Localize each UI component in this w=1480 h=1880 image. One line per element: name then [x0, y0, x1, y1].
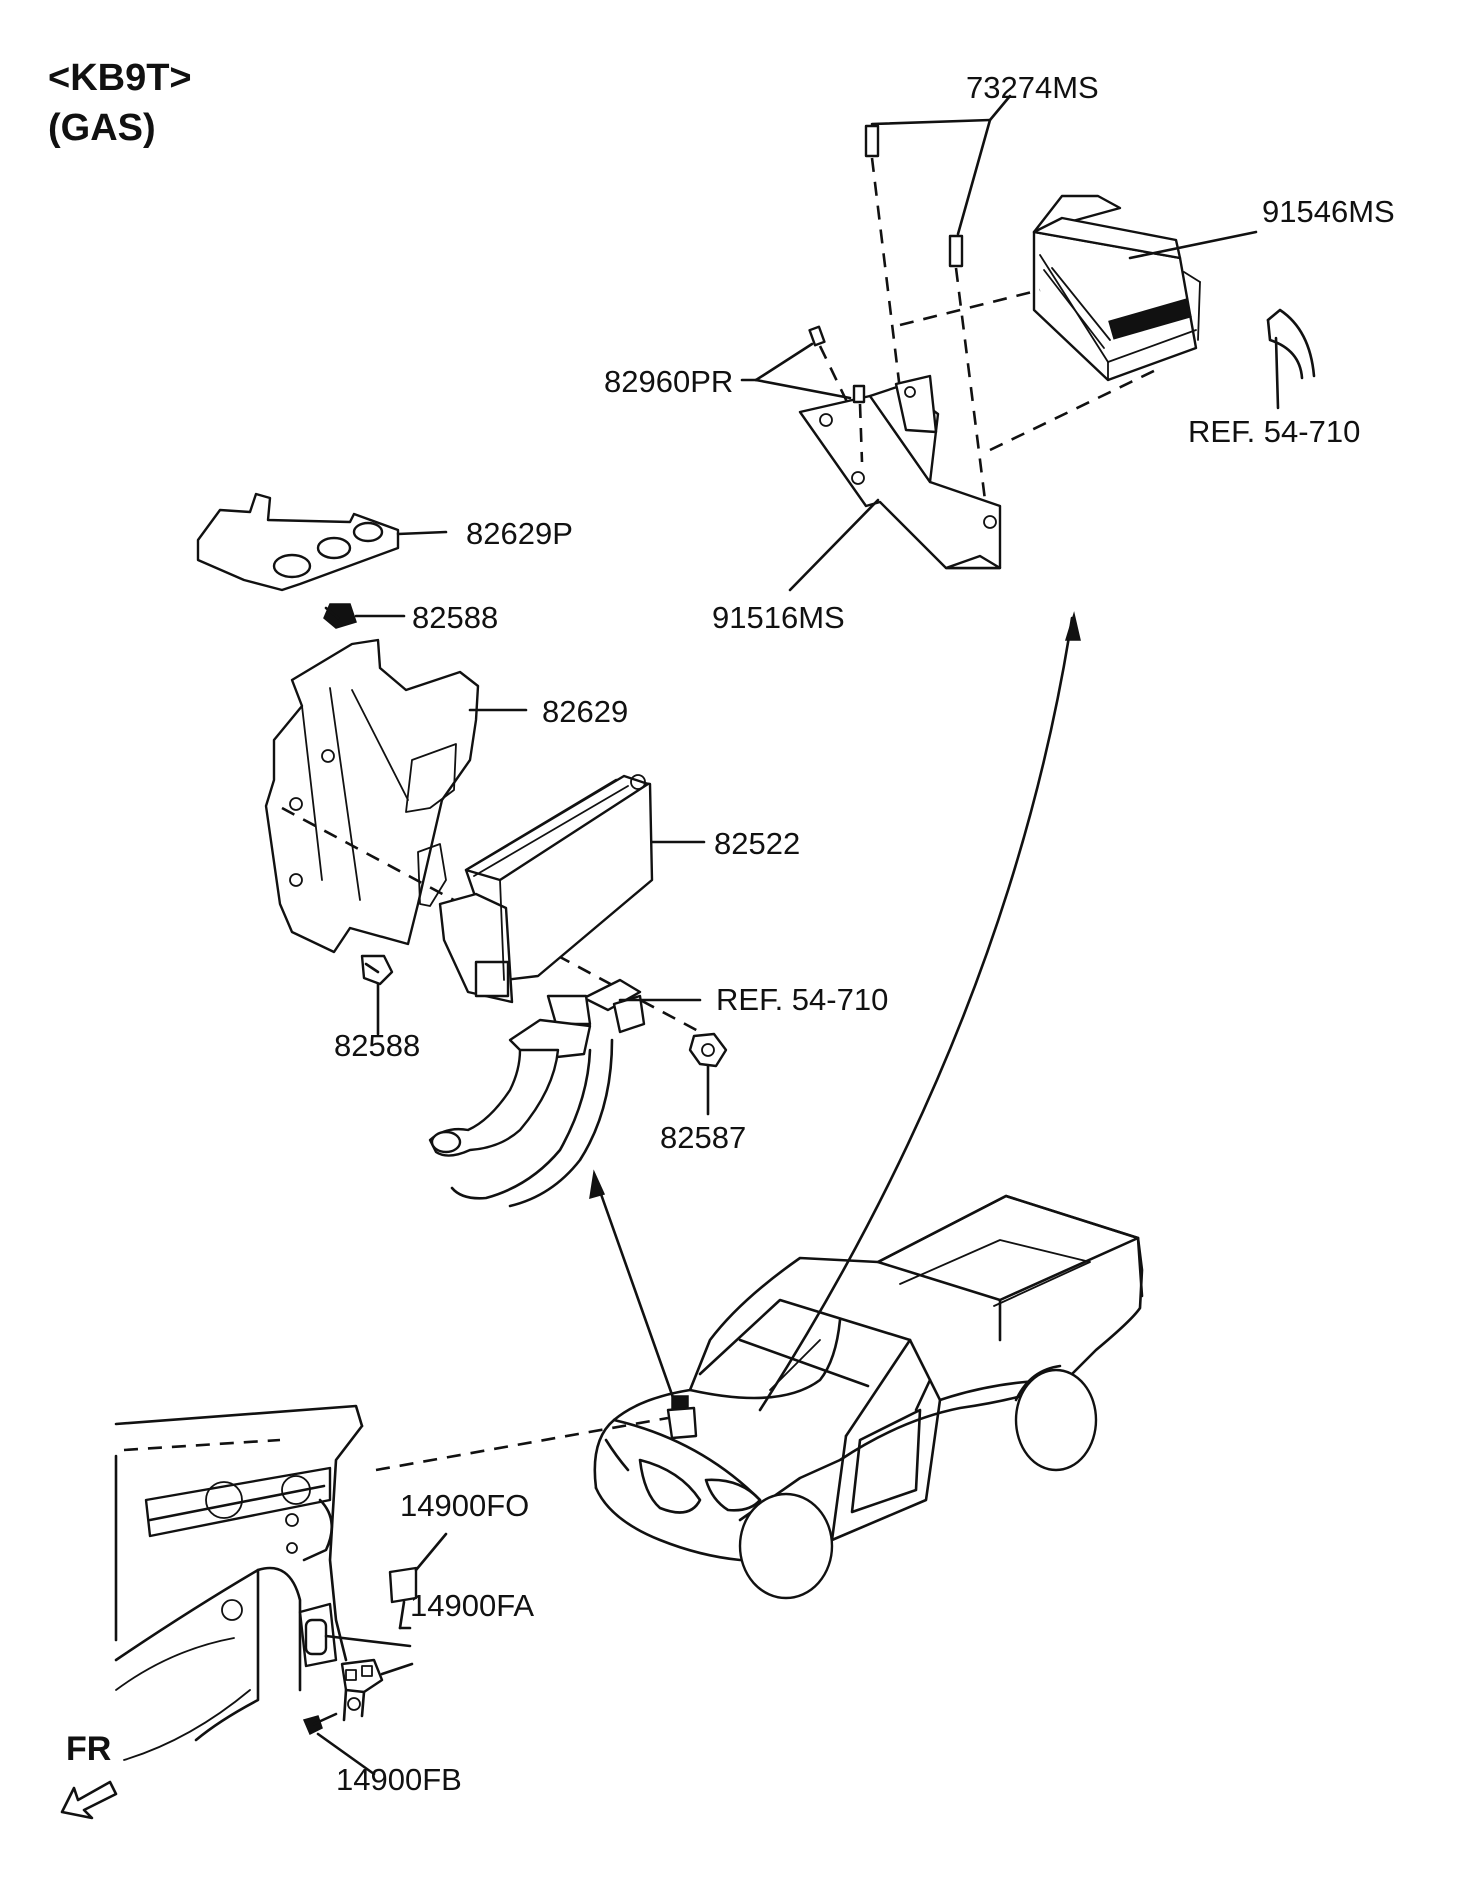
bolt-73274ms-left: [864, 124, 902, 391]
label-82588-lower: 82588: [334, 1028, 420, 1063]
label-73274ms: 73274MS: [966, 70, 1099, 105]
control-module-91546ms: [1032, 194, 1201, 382]
model-code: <KB9T>: [48, 57, 192, 99]
engine-bay-detail: [114, 1404, 448, 1776]
fr-arrow-icon: [60, 1780, 118, 1820]
label-14900fo: 14900FO: [400, 1488, 529, 1523]
nut-82587: [688, 1032, 728, 1116]
fr-label: FR: [66, 1730, 111, 1768]
label-82587: 82587: [660, 1120, 746, 1155]
arrow-to-upper-assembly: [758, 611, 1081, 1412]
arrow-to-ecu: [589, 1169, 678, 1408]
ecu-82522-assembly: [196, 492, 728, 1208]
front-direction-indicator: FR: [60, 1730, 118, 1820]
bolt-82588-lower: [360, 954, 394, 1036]
label-91516ms: 91516MS: [712, 600, 845, 635]
bracket-14900fa: [340, 1658, 414, 1722]
pickup-truck-illustration: [593, 1194, 1144, 1600]
wiring-harness: [428, 978, 702, 1208]
bracket-82629p: [196, 492, 448, 592]
sensor-14900fo: [388, 1532, 448, 1630]
bolt-14900fb: [302, 1712, 376, 1776]
bolt-73274ms-right: [948, 234, 992, 541]
label-82960pr: 82960PR: [604, 364, 733, 399]
label-91546ms: 91546MS: [1262, 194, 1395, 229]
label-82629p: 82629P: [466, 516, 573, 551]
label-ref-upper: REF. 54-710: [1188, 414, 1360, 449]
label-82522: 82522: [714, 826, 800, 861]
engine-type: (GAS): [48, 107, 156, 149]
label-82629: 82629: [542, 694, 628, 729]
label-14900fa: 14900FA: [410, 1588, 534, 1623]
module-91546ms-assembly: [740, 94, 1316, 592]
label-ref-middle: REF. 54-710: [716, 982, 888, 1017]
bracket-82629: [264, 638, 528, 954]
bolt-82588-upper: [323, 603, 406, 629]
bracket-91516ms: [798, 374, 1002, 570]
connector-ref-upper: [1266, 308, 1316, 410]
label-14900fb: 14900FB: [336, 1762, 462, 1797]
ecu-module-82522: [438, 774, 706, 1004]
label-82588-upper: 82588: [412, 600, 498, 635]
